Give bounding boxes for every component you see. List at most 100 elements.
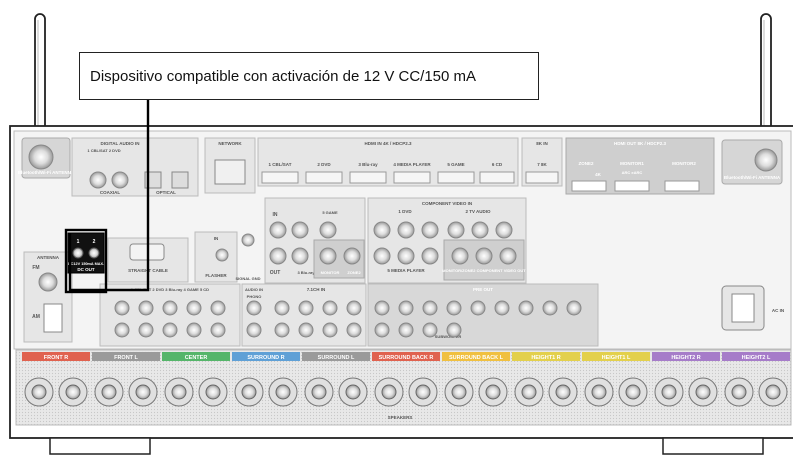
binding-post-center [31,384,47,400]
speaker-terminal-pair: SURROUND R [232,352,300,407]
binding-post-center [555,384,571,400]
phono-label: PHONO [247,294,262,299]
antenna-base-left: Bluetooth/Wi-Fi ANTENNA [18,137,75,179]
hdmi-out-zone2-label: ZONE2 [578,161,594,166]
analog-audio-in-section: 1 CBL/SAT 2 DVD 3 Blu-ray 4 GAME 5 CD [99,283,241,347]
component-tv-label: 2 TV AUDIO [465,209,491,214]
video-monitor-label: MONITOR [321,270,340,275]
video-section: IN OUT 5 GAME 3 Blu-ray MONITOR ZONE2 [264,197,366,284]
trigger-device-callout: Dispositivo compatible con activación de… [79,52,539,100]
binding-post-center [415,384,431,400]
hdmi-in-port-label: 3 Blu-ray [358,162,378,167]
speaker-label-bar [302,352,370,361]
binding-post-center [381,384,397,400]
audio-in-label: AUDIO IN [245,287,263,292]
speaker-terminal-pair: HEIGHT1 L [582,352,650,407]
hdmi-out-arc-label: ARC eARC [622,170,643,175]
right-antenna [760,13,772,133]
binding-post-center [101,384,117,400]
am-label: AM [32,314,40,320]
speaker-terminal-pair: FRONT L [92,352,160,407]
speaker-terminal-pair: SURROUND L [302,352,370,407]
tuner-antenna-label: ANTENNA [37,255,60,260]
speaker-label: SURROUND L [318,355,355,361]
trigger-pin2-label: 2 [93,239,96,245]
component-media-label: 5 MEDIA PLAYER [387,268,425,273]
binding-post-center [205,384,221,400]
speaker-terminal-pair: SURROUND BACK L [442,352,510,407]
video-bluray-label: 3 Blu-ray [297,270,315,275]
ch71-in-label: 7.1CH IN [307,287,326,292]
speaker-terminal-pair: SURROUND BACK R [372,352,440,407]
binding-post-center [135,384,151,400]
coaxial-label: COAXIAL [100,190,121,195]
hdmi-in-port-label: 2 DVD [317,162,331,167]
ac-inlet: AC IN [721,285,784,331]
trigger-dcout-label: DC OUT [77,267,94,272]
speaker-label: HEIGHT1 L [602,355,631,361]
antenna-base-right: Bluetooth/Wi-Fi ANTENNA [721,139,783,185]
binding-post-center [345,384,361,400]
speaker-label-bar [92,352,160,361]
speaker-label: CENTER [185,355,208,361]
binding-post-center [171,384,187,400]
speaker-label-bar [582,352,650,361]
ac-in-label: AC IN [772,308,784,313]
svg-text:IN: IN [214,236,219,241]
subwoofer-label: SUBWOOFER [435,334,462,339]
hdmi-in-port-label: 6 CD [492,162,503,167]
hdmi-out-monitor1-label: MONITOR1 [620,161,644,166]
speaker-label: SURROUND BACK R [379,355,434,361]
hdmi-in-port-label: 4 MEDIA PLAYER [393,162,431,167]
binding-post-center [765,384,781,400]
component-video-section: COMPONENT VIDEO IN 1 DVD 2 TV AUDIO 5 ME… [367,197,527,284]
speaker-terminal-pair: HEIGHT2 L [722,352,790,407]
binding-post-center [241,384,257,400]
dc-trigger-out: 1 2 DC12V 150mA MAX. DC OUT [67,232,105,274]
speaker-label: FRONT L [114,355,138,361]
digital-audio-in-section: DIGITAL AUDIO IN 1 CBL/SAT 2 DVD COAXIAL… [71,137,199,197]
binding-post-center [661,384,677,400]
pre-out-section: PRE OUT SUBWOOFER [367,283,599,347]
video-in-label: IN [273,212,278,218]
speaker-terminal-pair: FRONT R [22,352,90,407]
hdmi-out-title: HDMI OUT 8K / HDCP2.3 [614,141,667,146]
speaker-label-bar [652,352,720,361]
phono-and-71ch-section: AUDIO IN PHONO 7.1CH IN [241,283,367,347]
binding-post-center [275,384,291,400]
flasher-in: IN FLASHER [194,231,238,283]
binding-post-center [591,384,607,400]
video-zone2-label: ZONE2 [347,270,361,275]
connection-line [64,100,150,294]
binding-post-center [695,384,711,400]
speaker-label: SURROUND R [247,355,284,361]
signal-gnd-label: SIGNAL GND [235,276,260,281]
component-dvd-label: 1 DVD [398,209,412,214]
speaker-label: HEIGHT2 L [742,355,771,361]
video-game-label: 5 GAME [322,210,338,215]
speaker-label-bar [512,352,580,361]
eight-k-in-section: 8K IN 7 8K [521,137,563,187]
antenna-right-label: Bluetooth/Wi-Fi ANTENNA [724,175,781,180]
hdmi-in-title: HDMI IN 4K / HDCP2.3 [364,141,412,146]
binding-post-center [625,384,641,400]
trigger-pin1-label: 1 [77,239,80,245]
flasher-label: FLASHER [205,273,227,278]
speaker-label-bar [162,352,230,361]
analog-row-label: 1 CBL/SAT 2 DVD 3 Blu-ray 4 GAME 5 CD [131,287,209,292]
tuner-antenna-section: ANTENNA FM AM [23,251,73,343]
right-foot [662,437,764,455]
speaker-label: SURROUND BACK L [449,355,504,361]
video-out-label: OUT [270,270,281,276]
hdmi-out-monitor2-label: MONITOR2 [672,161,696,166]
speaker-label-bar [232,352,300,361]
binding-post-center [311,384,327,400]
binding-post-center [731,384,747,400]
hdmi-out-section: HDMI OUT 8K / HDCP2.3 ZONE2 4K MONITOR1 … [565,137,715,195]
hdmi-in-port-label: 5 GAME [447,162,464,167]
binding-post-center [485,384,501,400]
network-label: NETWORK [218,141,242,146]
speaker-label: HEIGHT1 R [531,355,560,361]
